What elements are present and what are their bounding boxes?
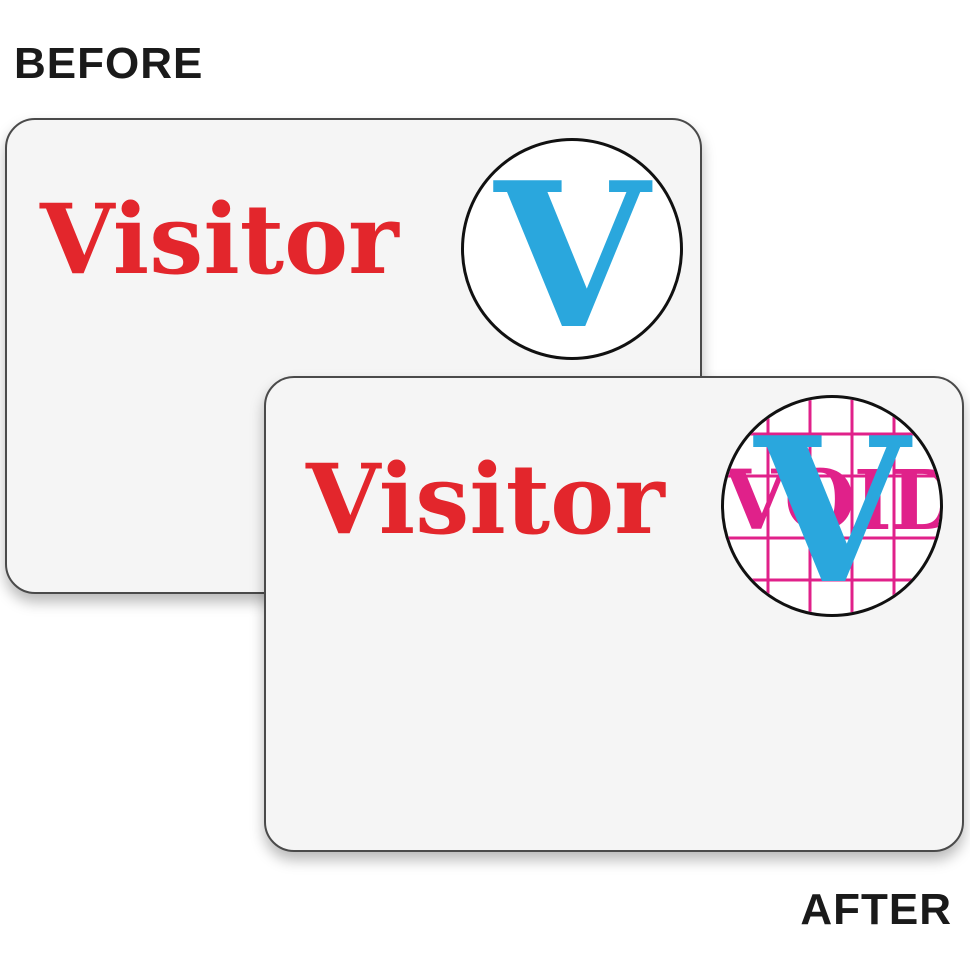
badge-after: Visitor VOID V xyxy=(264,376,964,852)
badge-before: Visitor V xyxy=(5,118,702,594)
void-seal: VOID V xyxy=(721,395,943,617)
before-caption: BEFORE xyxy=(14,39,204,88)
badge-title: Visitor xyxy=(306,443,665,556)
after-caption: AFTER xyxy=(800,885,952,934)
void-text: VOID xyxy=(724,453,943,549)
seal-letter: V xyxy=(754,395,910,617)
void-grid-pattern xyxy=(724,398,940,614)
visitor-seal: V xyxy=(461,138,683,360)
seal-letter: V xyxy=(494,139,650,360)
badge-title: Visitor xyxy=(40,183,399,296)
